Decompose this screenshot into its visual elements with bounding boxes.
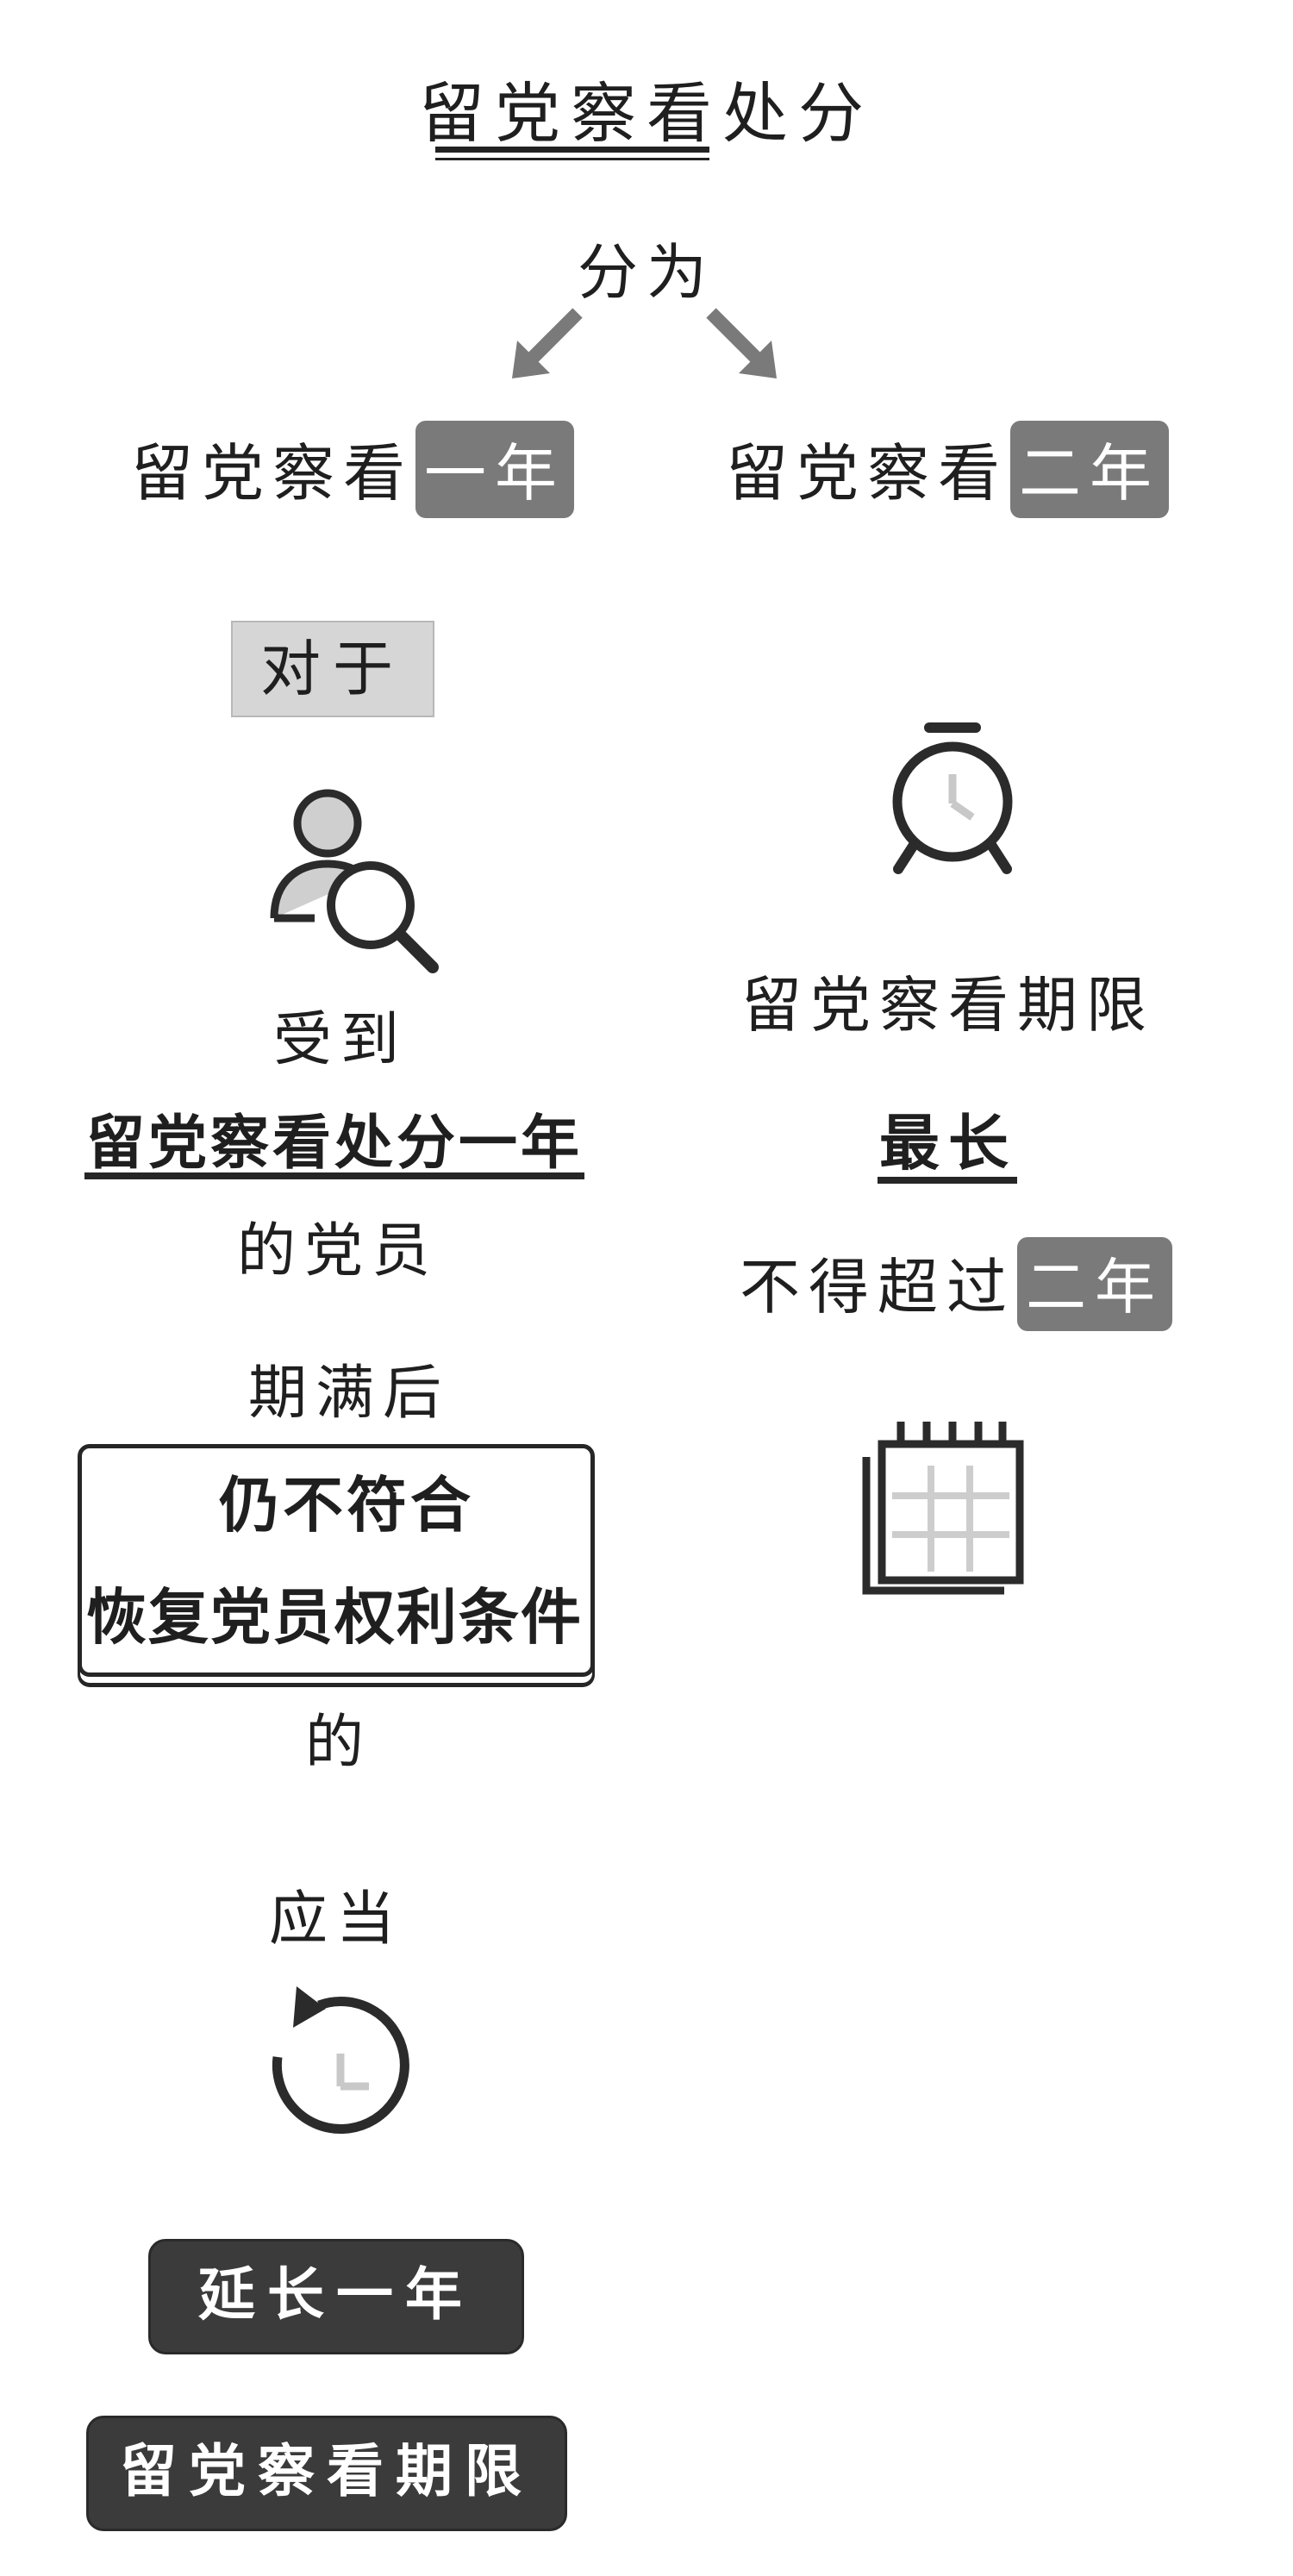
title-underline-thin — [435, 158, 709, 160]
should-label: 应当 — [268, 1885, 404, 1954]
option-one-year: 留党察看一年 — [131, 421, 575, 518]
arrow-down-left-icon — [512, 308, 583, 378]
longest-underline — [878, 1177, 1017, 1184]
received-label: 受到 — [272, 1006, 409, 1074]
option-one-year-highlight: 一年 — [415, 421, 575, 518]
alarm-clock-icon — [892, 722, 1013, 874]
condition-line2: 恢复党员权利条件 — [86, 1582, 583, 1653]
not-exceed-line: 不得超过二年 — [740, 1237, 1172, 1331]
not-exceed-label: 不得超过 — [740, 1252, 1015, 1322]
person-search-icon — [270, 789, 439, 973]
condition-box — [78, 1444, 595, 1677]
option-one-year-prefix: 留党察看 — [131, 437, 415, 510]
option-two-year-prefix: 留党察看 — [726, 437, 1009, 510]
not-exceed-highlight: 二年 — [1017, 1237, 1172, 1331]
title-underline-thick — [435, 147, 709, 153]
observation-period-button: 留党察看期限 — [86, 2416, 567, 2531]
right-period-label: 留党察看期限 — [741, 970, 1155, 1041]
penalty-underline — [84, 1172, 584, 1179]
penalty-label: 留党察看处分一年 — [85, 1110, 584, 1178]
condition-line1: 仍不符合 — [219, 1470, 474, 1541]
expiry-label: 期满后 — [247, 1360, 451, 1428]
divide-label: 分为 — [578, 237, 715, 308]
calendar-icon — [862, 1422, 1024, 1595]
option-two-year-highlight: 二年 — [1010, 421, 1170, 518]
of-label: 的 — [304, 1709, 373, 1777]
arrow-down-right-icon — [706, 308, 777, 378]
option-two-year: 留党察看二年 — [726, 421, 1170, 518]
for-label-box: 对于 — [231, 621, 434, 717]
page-title: 留党察看处分 — [419, 75, 874, 152]
member-label: 的党员 — [236, 1217, 440, 1285]
longest-label: 最长 — [879, 1108, 1017, 1179]
extend-one-year-button: 延长一年 — [148, 2239, 524, 2354]
restart-clock-icon — [272, 1986, 409, 2134]
